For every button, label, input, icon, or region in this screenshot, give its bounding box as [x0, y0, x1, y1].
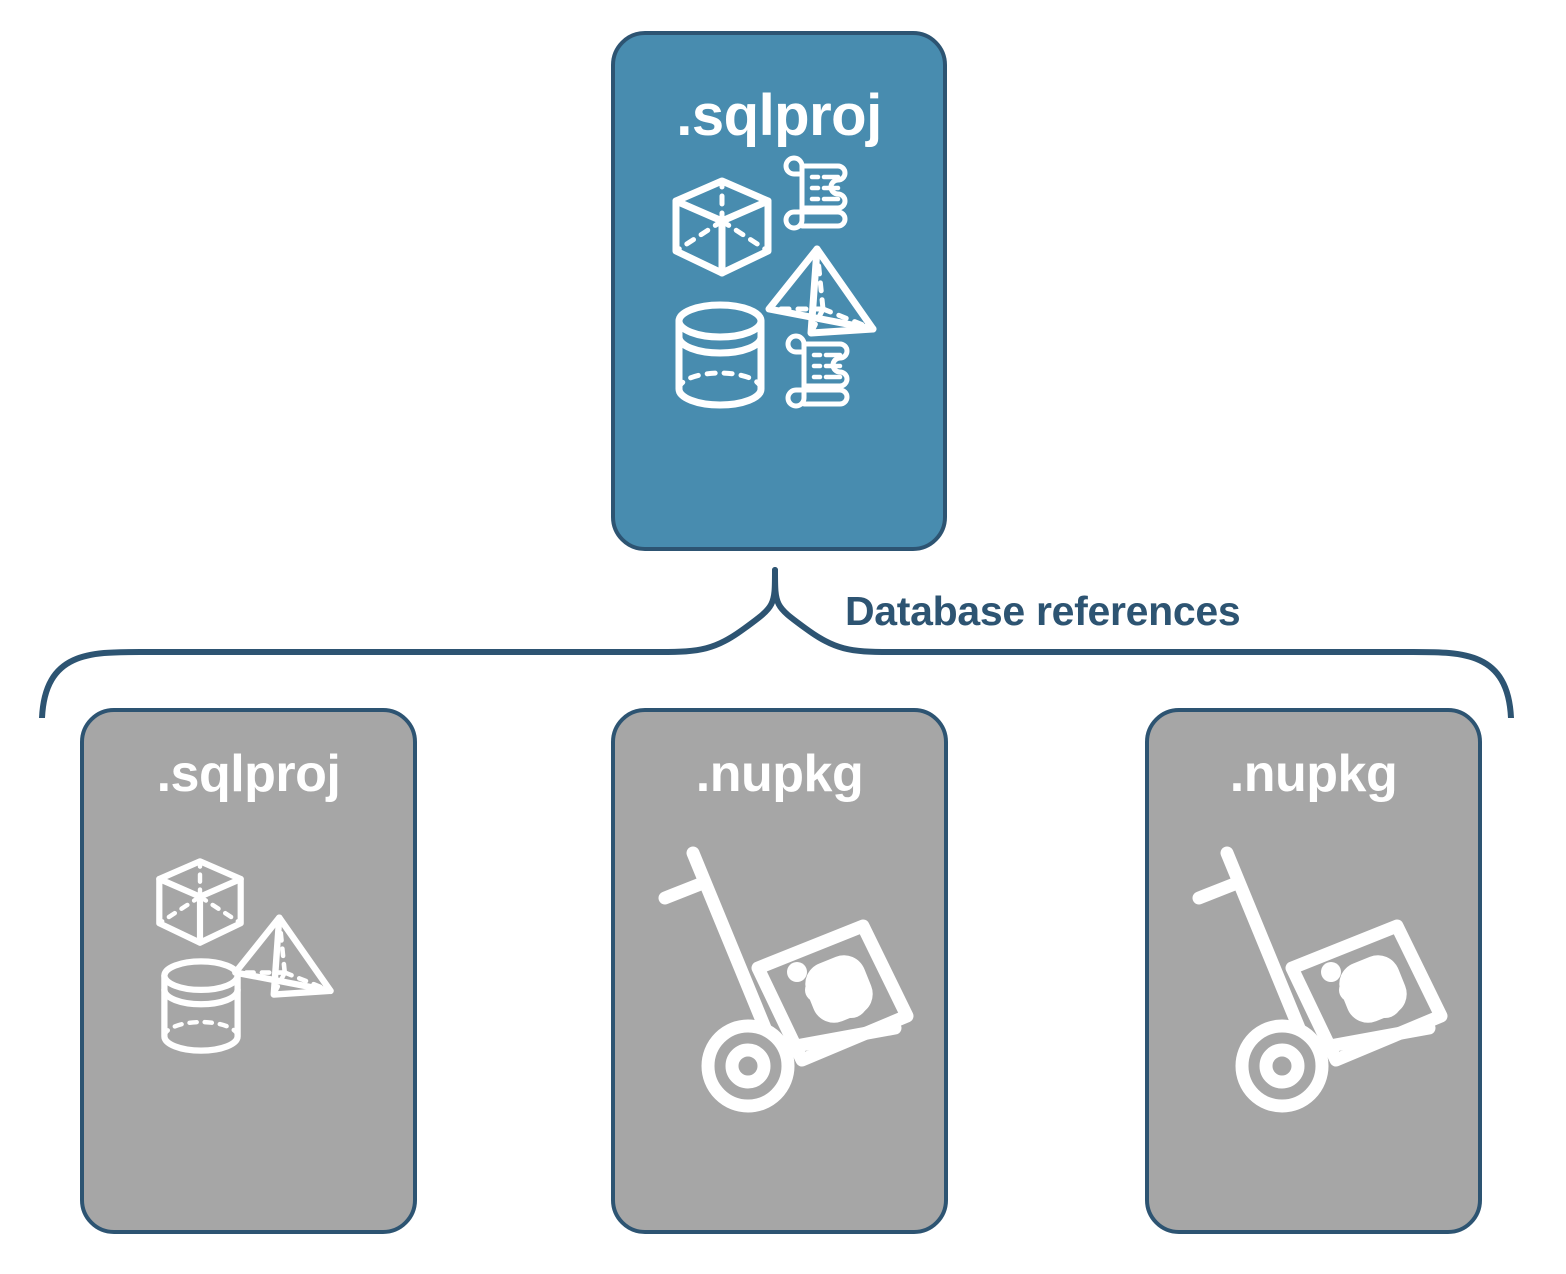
parent-card-artwork	[664, 155, 894, 432]
reference-card-title: .nupkg	[695, 745, 864, 803]
scroll-icon	[785, 333, 850, 409]
reference-card-artwork	[645, 838, 915, 1138]
pyramid-icon	[765, 245, 877, 337]
hand-truck-package-icon	[658, 846, 913, 1113]
cylinder-icon	[161, 958, 241, 1054]
pyramid-icon	[232, 914, 334, 998]
reference-card-nupkg-2[interactable]: .nupkg	[1145, 708, 1482, 1234]
bracket-label: Database references	[845, 588, 1241, 634]
parent-card-title: .sqlproj	[676, 83, 882, 148]
reference-card-nupkg-1[interactable]: .nupkg	[611, 708, 948, 1234]
reference-card-title: .sqlproj	[156, 745, 341, 803]
parent-project-card[interactable]: .sqlproj	[611, 31, 947, 551]
reference-card-sqlproj[interactable]: .sqlproj	[80, 708, 417, 1234]
scroll-icon	[783, 155, 848, 231]
cube-icon	[672, 177, 772, 277]
cylinder-icon	[675, 301, 765, 409]
reference-card-artwork	[132, 852, 347, 1102]
reference-card-title: .nupkg	[1229, 745, 1398, 803]
database-references-bracket	[39, 567, 1514, 718]
hand-truck-package-icon	[1192, 846, 1447, 1113]
cube-icon	[156, 858, 244, 946]
reference-card-artwork	[1179, 838, 1449, 1138]
